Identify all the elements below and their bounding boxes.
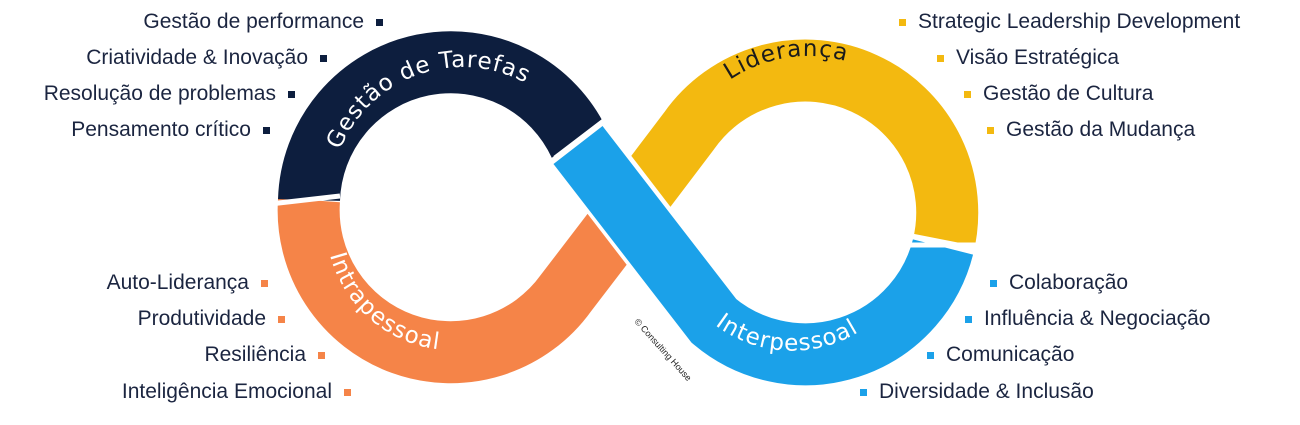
list-item-label: Visão Estratégica — [956, 46, 1120, 69]
list-item-label: Criatividade & Inovação — [86, 46, 308, 69]
list-item-label: Strategic Leadership Development — [918, 10, 1241, 33]
bullet-square-icon — [860, 388, 867, 396]
list-item-label: Influência & Negociação — [984, 307, 1211, 330]
bullet-square-icon — [278, 315, 285, 323]
bullet-square-icon — [261, 279, 268, 287]
segment-lideranca — [595, 39, 979, 255]
list-item-label: Resiliência — [204, 343, 306, 366]
bullet-square-icon — [288, 90, 295, 98]
list-item-top-left: Resolução de problemas — [44, 82, 307, 106]
bullet-square-icon — [899, 18, 906, 26]
list-item-bottom-right: Diversidade & Inclusão — [848, 380, 1094, 404]
bullet-square-icon — [927, 351, 934, 359]
bullet-square-icon — [344, 388, 351, 396]
list-item-bottom-right: Comunicação — [915, 343, 1074, 367]
list-item-bottom-right: Colaboração — [978, 271, 1128, 295]
list-item-label: Auto-Liderança — [106, 271, 249, 294]
list-item-label: Colaboração — [1009, 271, 1129, 294]
list-item-label: Gestão de performance — [143, 10, 364, 33]
list-item-label: Inteligência Emocional — [121, 380, 332, 403]
bullet-square-icon — [964, 90, 971, 98]
bullet-square-icon — [320, 54, 327, 62]
list-item-top-left: Gestão de performance — [143, 10, 395, 34]
list-item-label: Diversidade & Inclusão — [879, 380, 1094, 403]
list-item-top-right: Visão Estratégica — [925, 46, 1119, 70]
list-item-top-left: Criatividade & Inovação — [86, 46, 339, 70]
list-item-label: Gestão da Mudança — [1006, 118, 1196, 141]
list-item-top-left: Pensamento crítico — [71, 118, 282, 142]
list-item-top-right: Gestão da Mudança — [975, 118, 1195, 142]
bullet-square-icon — [987, 126, 994, 134]
list-item-bottom-right: Influência & Negociação — [953, 307, 1210, 331]
list-item-label: Comunicação — [946, 343, 1075, 366]
segment-intrapessoal — [277, 193, 653, 384]
bullet-square-icon — [263, 126, 270, 134]
list-item-top-right: Gestão de Cultura — [952, 82, 1153, 106]
segment-gestao-tarefas — [278, 31, 609, 202]
bullet-square-icon — [937, 54, 944, 62]
bullet-square-icon — [318, 351, 325, 359]
list-item-label: Gestão de Cultura — [983, 82, 1154, 105]
list-item-label: Pensamento crítico — [71, 118, 251, 141]
list-item-bottom-left: Auto-Liderança — [107, 271, 280, 295]
list-item-label: Resolução de problemas — [43, 82, 276, 105]
list-item-bottom-left: Produtividade — [138, 307, 297, 331]
bullet-square-icon — [965, 315, 972, 323]
list-item-label: Produtividade — [137, 307, 266, 330]
bullet-square-icon — [376, 18, 383, 26]
list-item-bottom-left: Resiliência — [204, 343, 337, 367]
list-item-bottom-left: Inteligência Emocional — [122, 380, 363, 404]
segment-interpessoal — [553, 126, 974, 386]
list-item-top-right: Strategic Leadership Development — [887, 10, 1240, 34]
bullet-square-icon — [990, 279, 997, 287]
